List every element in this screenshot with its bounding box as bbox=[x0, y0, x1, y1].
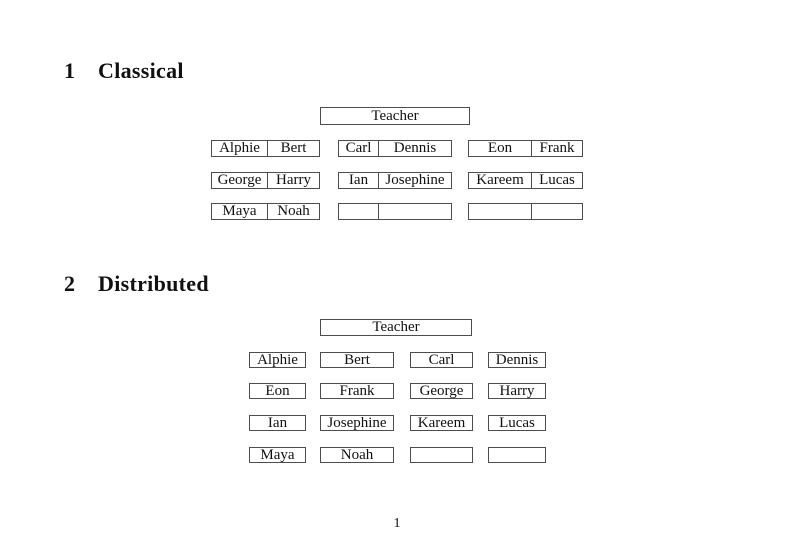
classical-desk-r3c2-empty bbox=[338, 203, 452, 220]
seat: Kareem bbox=[469, 172, 532, 188]
seat: Bert bbox=[280, 140, 307, 156]
distributed-desk-r1c1: Alphie bbox=[249, 352, 306, 368]
seat: George bbox=[212, 172, 268, 188]
classical-teacher-box: Teacher bbox=[320, 107, 470, 125]
seat: Alphie bbox=[212, 140, 268, 156]
distributed-desk-r4c3-empty bbox=[410, 447, 473, 463]
seat: Josephine bbox=[385, 172, 445, 188]
seat: Lucas bbox=[539, 172, 575, 188]
distributed-teacher-box: Teacher bbox=[320, 319, 472, 336]
teacher-label: Teacher bbox=[372, 319, 420, 335]
distributed-desk-r1c2: Bert bbox=[320, 352, 394, 368]
section-number: 1 bbox=[64, 58, 76, 83]
empty-seat bbox=[469, 204, 532, 219]
classical-desk-r2c3: Kareem Lucas bbox=[468, 172, 583, 189]
distributed-desk-r3c4: Lucas bbox=[488, 415, 546, 431]
section-heading-classical: 1 Classical bbox=[64, 60, 184, 82]
seat: Frank bbox=[539, 140, 575, 156]
distributed-desk-r4c2: Noah bbox=[320, 447, 394, 463]
teacher-label: Teacher bbox=[371, 107, 419, 124]
classical-desk-r2c1: George Harry bbox=[211, 172, 320, 189]
distributed-desk-r3c3: Kareem bbox=[410, 415, 473, 431]
seat: Dennis bbox=[393, 140, 437, 156]
classical-desk-r1c3: Eon Frank bbox=[468, 140, 583, 157]
distributed-desk-r4c4-empty bbox=[488, 447, 546, 463]
classical-desk-r3c3-empty bbox=[468, 203, 583, 220]
distributed-desk-r2c3: George bbox=[410, 383, 473, 399]
classical-desk-r1c1: Alphie Bert bbox=[211, 140, 320, 157]
seat: Noah bbox=[277, 203, 310, 219]
classical-desk-r3c1: Maya Noah bbox=[211, 203, 320, 220]
distributed-desk-r2c1: Eon bbox=[249, 383, 306, 399]
distributed-desk-r4c1: Maya bbox=[249, 447, 306, 463]
empty-seat bbox=[339, 204, 379, 219]
section-heading-distributed: 2 Distributed bbox=[64, 273, 209, 295]
empty-seat bbox=[379, 204, 451, 219]
section-number: 2 bbox=[64, 271, 76, 296]
seat: Ian bbox=[339, 172, 379, 188]
distributed-desk-r3c2: Josephine bbox=[320, 415, 394, 431]
classical-desk-r1c2: Carl Dennis bbox=[338, 140, 452, 157]
distributed-desk-r2c4: Harry bbox=[488, 383, 546, 399]
page-number: 1 bbox=[393, 516, 401, 531]
distributed-desk-r1c3: Carl bbox=[410, 352, 473, 368]
distributed-desk-r2c2: Frank bbox=[320, 383, 394, 399]
seat: Carl bbox=[339, 140, 379, 156]
seat: Harry bbox=[276, 172, 311, 188]
seat: Maya bbox=[212, 203, 268, 219]
seat: Eon bbox=[469, 140, 532, 156]
section-title: Classical bbox=[98, 58, 184, 83]
classical-desk-r2c2: Ian Josephine bbox=[338, 172, 452, 189]
distributed-desk-r1c4: Dennis bbox=[488, 352, 546, 368]
section-title: Distributed bbox=[98, 271, 209, 296]
distributed-desk-r3c1: Ian bbox=[249, 415, 306, 431]
empty-seat bbox=[532, 204, 582, 219]
